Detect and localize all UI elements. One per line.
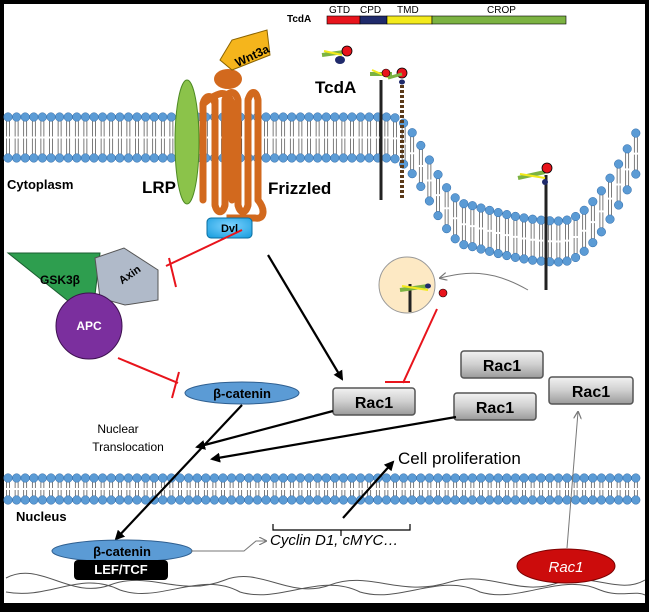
endocytosis-arrow [440, 273, 529, 291]
tmd-domain [386, 15, 433, 25]
gsk3b-label: GSK3β [40, 273, 80, 287]
dvl-inhibits-complex [165, 229, 243, 267]
endosome-vesicle [378, 256, 448, 314]
tcda-membrane-3 [517, 162, 553, 290]
tcda-free-molecule [321, 45, 353, 64]
tcda-membrane-1 [370, 68, 392, 200]
rac1-label-4: Rac1 [572, 384, 610, 401]
rac1-gene-label: Rac1 [548, 559, 583, 576]
cell-proliferation-label: Cell proliferation [398, 449, 521, 468]
rac1-box-2: Rac1 [460, 350, 544, 379]
cytoplasm-label: Cytoplasm [7, 177, 73, 192]
rac1-box-4: Rac1 [548, 376, 634, 405]
tcda-inhibits-rac1 [402, 308, 438, 384]
gtd-domain [326, 15, 361, 25]
lef-tcf-label: LEF/TCF [94, 562, 147, 577]
rac1-box-1: Rac1 [332, 387, 416, 416]
apc-protein [55, 292, 123, 360]
cpd-label: CPD [360, 5, 381, 16]
nucleus-label: Nucleus [16, 509, 67, 524]
lef-tcf-factor [74, 560, 168, 580]
frizzled-receptor [199, 89, 267, 232]
rac1-gene [516, 548, 616, 584]
apc-label: APC [76, 319, 102, 333]
inhibition-bar-1 [168, 257, 177, 288]
transcription-arrow [191, 541, 266, 552]
tcda-membrane-2 [387, 67, 408, 198]
dna-strand-2 [5, 582, 646, 596]
rac1-label-3: Rac1 [476, 400, 514, 417]
target-gene-bracket [272, 524, 411, 536]
beta-catenin-cytoplasm [184, 381, 300, 405]
gtd-label: GTD [329, 5, 350, 16]
nuclear-translocation-label-1: Nuclear [97, 422, 138, 436]
tmd-label: TMD [397, 5, 419, 16]
catenin-to-nucleus-arrow [114, 404, 243, 541]
inhibition-bar-2 [171, 371, 180, 399]
dvl-label: Dvl [221, 223, 238, 235]
beta-catenin-nuc-label: β-catenin [93, 544, 151, 559]
rac1-box-3: Rac1 [453, 392, 537, 421]
cpd-domain [359, 15, 388, 25]
crop-label: CROP [487, 5, 516, 16]
dvl-to-rac1-arrow [267, 254, 344, 381]
rac1-label-2: Rac1 [483, 358, 521, 375]
target-genes-label: Cyclin D1, cMYC… [270, 532, 398, 549]
crop-domain [431, 15, 567, 25]
rac1-to-translocation-arrow [195, 409, 334, 450]
tcda-domain-bar: TcdA GTD CPD TMD CROP [287, 5, 567, 25]
destruction-complex: GSK3β Axin APC [6, 247, 159, 360]
complex-inhibits-catenin [117, 357, 179, 384]
beta-catenin-cyto-label: β-catenin [213, 386, 271, 401]
tcda-label: TcdA [315, 78, 356, 97]
tcda-bar-label: TcdA [287, 14, 311, 25]
rac1-label-1: Rac1 [355, 395, 393, 412]
frizzled-label: Frizzled [268, 179, 331, 198]
lrp-label: LRP [142, 178, 176, 197]
rac1b-to-translocation-arrow [210, 415, 457, 463]
lrp-receptor [174, 79, 200, 205]
genes-to-proliferation-arrow [342, 460, 395, 519]
rac1-expression-arrow [566, 412, 578, 549]
dvl-protein [206, 217, 253, 239]
nuclear-translocation-label-2: Translocation [92, 440, 164, 454]
frizzled-crd [214, 69, 242, 89]
